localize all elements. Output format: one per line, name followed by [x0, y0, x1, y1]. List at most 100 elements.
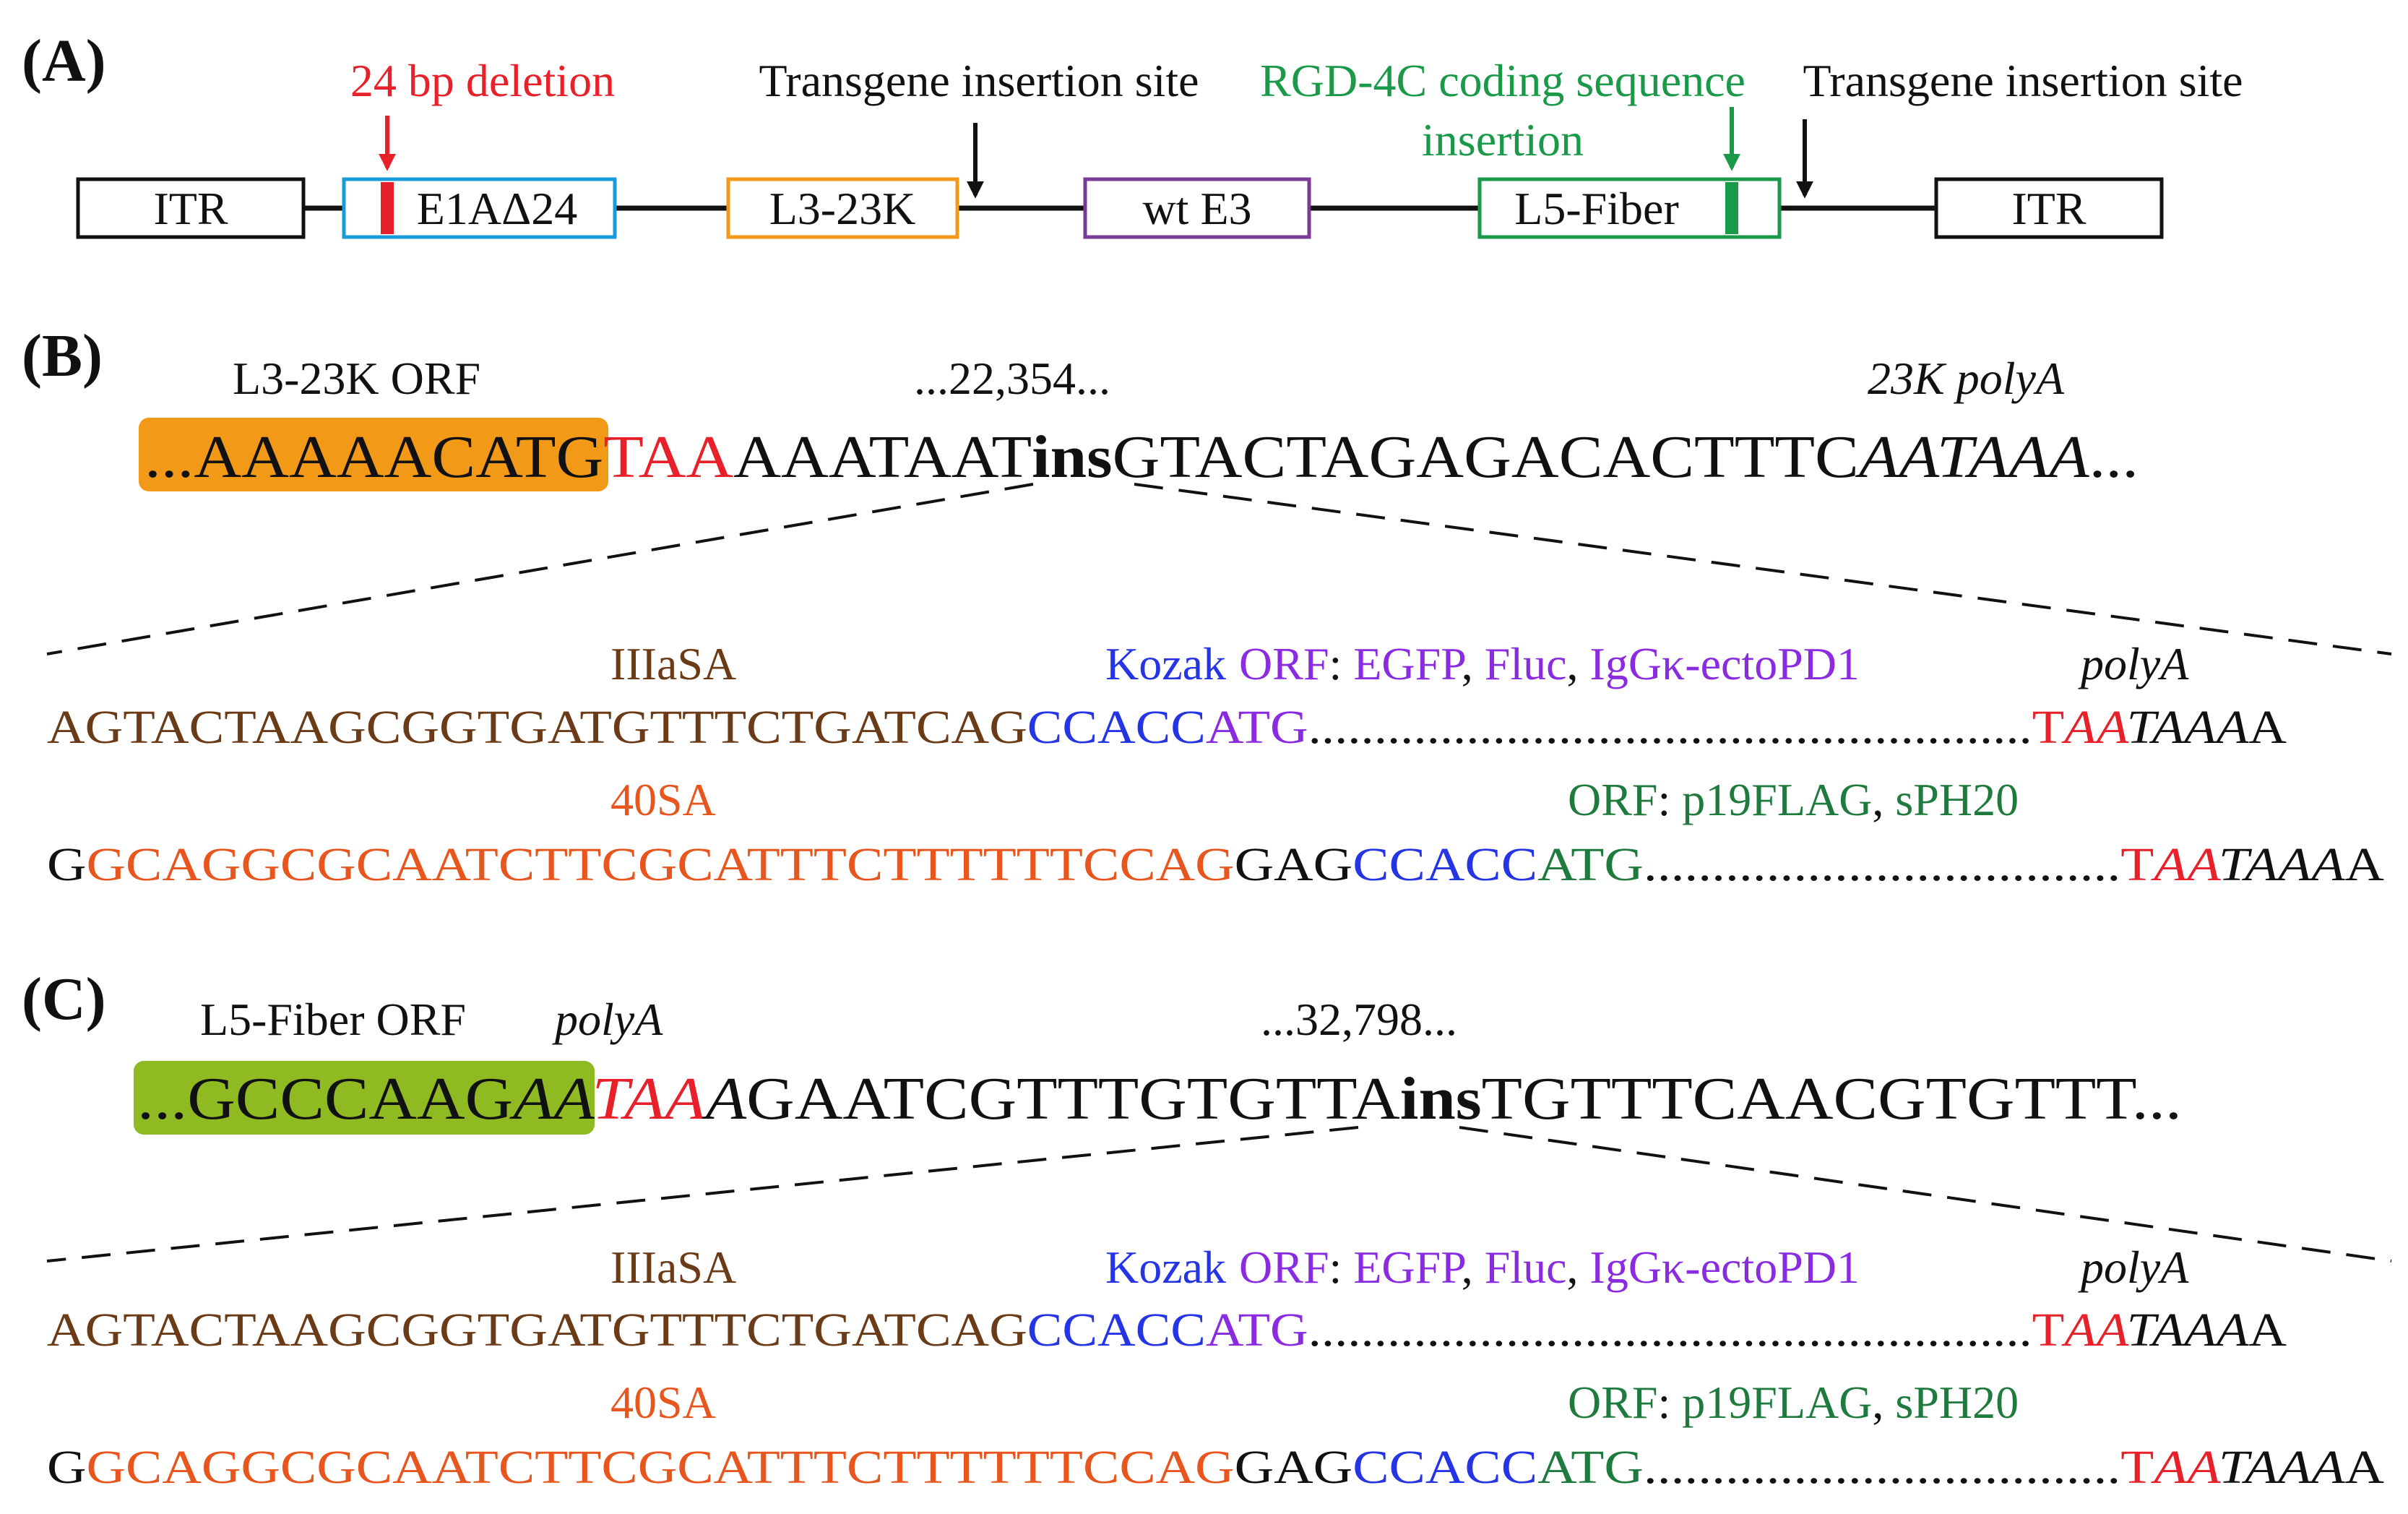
c-aa-2: AA — [2151, 1441, 2222, 1494]
b-fluc-label: Fluc — [1485, 638, 1567, 689]
l5-fiber-label: L5-Fiber — [1514, 183, 1679, 234]
c-seq-after: TGTTTCAACGTGTTT — [1482, 1065, 2136, 1132]
c-gag: GAG — [1235, 1441, 1353, 1494]
b-comma-2: , — [1567, 638, 1579, 689]
c-iiia-label: IIIaSA — [610, 1242, 736, 1293]
deletion-label: 24 bp deletion — [350, 55, 615, 106]
b-zoom-line-left — [46, 483, 1034, 655]
c-fluc-label: Fluc — [1485, 1242, 1567, 1293]
b-seq-dots: ... — [2089, 423, 2139, 491]
c-position-label: ...32,798... — [1261, 994, 1457, 1045]
c-dots-2: ................................... — [1644, 1441, 2120, 1494]
b-colon-2: : — [1658, 774, 1671, 825]
c-a-2: A — [2344, 1441, 2384, 1494]
c-zoom-line-right — [1459, 1126, 2392, 1263]
l5-rgd-marker — [1725, 182, 1738, 234]
c-comma-2: , — [1567, 1242, 1579, 1293]
c-sa40-label: 40SA — [610, 1377, 716, 1428]
c-t-1: T — [2032, 1304, 2065, 1356]
panel-b-label: (B) — [22, 322, 103, 390]
panel-c: (C) L5-Fiber ORF polyA ...32,798... ...G… — [22, 965, 2392, 1263]
b-taaa-1: TAAA — [2127, 701, 2249, 754]
c-taaa-1: TAAA — [2127, 1304, 2249, 1356]
itr-right-label: ITR — [2011, 183, 2086, 234]
itr-left-label: ITR — [153, 183, 228, 234]
wt-e3-label: wt E3 — [1142, 183, 1251, 234]
b-position-label: ...22,354... — [914, 353, 1110, 404]
c-orf2-label: ORF — [1568, 1377, 1658, 1428]
c-comma-1: , — [1462, 1242, 1473, 1293]
c-aa-1: AA — [2061, 1304, 2129, 1356]
c-p19-label: p19FLAG — [1682, 1377, 1872, 1428]
b-t-1: T — [2032, 701, 2065, 754]
c-t-2: T — [2120, 1441, 2154, 1494]
c-kozak-seq-2: CCACC — [1352, 1441, 1537, 1494]
c-seq-ins: ins — [1400, 1065, 1482, 1132]
b-atg-2: ATG — [1537, 838, 1644, 891]
c-atg: ATG — [1206, 1304, 1308, 1356]
c-seq-mid: GAATCGTTTGTGTTA — [746, 1065, 1400, 1132]
b-orf2-list: ORF:p19FLAG,sPH20 — [1568, 774, 2019, 825]
b-colon-1: : — [1329, 638, 1342, 689]
c-orf-label-1: ORF — [1239, 1242, 1329, 1293]
b-egfp-label: EGFP — [1353, 638, 1465, 689]
c-seq-dots: ... — [2132, 1065, 2182, 1132]
b-a-2: A — [2344, 838, 2384, 891]
b-iiia-label: IIIaSA — [610, 638, 736, 689]
itr-left-box — [76, 177, 306, 239]
b-polya-label: 23K polyA — [1868, 353, 2065, 404]
c-seq-highlight: ...GCCCAAG — [137, 1065, 513, 1132]
c-cassette-polya-label: polyA — [2078, 1242, 2189, 1293]
c-egfp-label: EGFP — [1353, 1242, 1465, 1293]
l3-23k-label: L3-23K — [769, 183, 916, 234]
b-seq-after: GTACTAGAGACACTTTC — [1113, 423, 1859, 491]
c-colon-1: : — [1329, 1242, 1342, 1293]
b-aa-2: AA — [2151, 838, 2222, 891]
insertion-site-2-label: Transgene insertion site — [1803, 55, 2243, 106]
b-t-2: T — [2120, 838, 2154, 891]
c-colon-2: : — [1658, 1377, 1671, 1428]
insertion-site-1-label: Transgene insertion site — [759, 55, 1199, 106]
b-gag: GAG — [1235, 838, 1353, 891]
b-seq-stop: TAA — [603, 423, 733, 491]
b-zoom-line-right — [1134, 483, 2392, 655]
b-orf-label: L3-23K ORF — [233, 353, 480, 404]
panel-b: (B) L3-23K ORF ...22,354... 23K polyA ..… — [22, 322, 2392, 655]
rgd-label-line2: insertion — [1422, 114, 1584, 165]
c-seq-taa: TAA — [592, 1065, 707, 1132]
b-orf-highlight — [139, 418, 608, 491]
c-a-1: A — [2248, 1304, 2287, 1356]
l3-23k-box — [726, 177, 959, 239]
b-igg-label: IgGκ-ectoPD1 — [1590, 638, 1860, 689]
c-polya-label: polyA — [552, 994, 663, 1045]
b-dots-1: ........................................… — [1308, 701, 2032, 754]
c-g: G — [47, 1441, 87, 1494]
b-orf-label-1: ORF — [1239, 638, 1329, 689]
c-kozak-seq: CCACC — [1027, 1304, 1206, 1356]
c-sph-label: sPH20 — [1895, 1377, 2019, 1428]
b-taaa-2: TAAA — [2219, 838, 2345, 891]
c-orf-highlight — [134, 1061, 595, 1135]
c-seq-aa: AA — [509, 1065, 595, 1132]
b-sph-label: sPH20 — [1895, 774, 2019, 825]
b-cassette-polya-label: polyA — [2078, 638, 2189, 689]
b-seq-polya: AATAAA — [1855, 423, 2089, 491]
e1a-deletion-marker — [381, 182, 394, 234]
c-zoom-line-left — [46, 1126, 1359, 1263]
c-taaa-2: TAAA — [2219, 1441, 2345, 1494]
b-atg: ATG — [1206, 701, 1308, 754]
b-kozak-label: Kozak — [1105, 638, 1226, 689]
b-seq-mid: AAATAAT — [733, 423, 1032, 491]
b-seq-highlight: ...AAAAACATG — [144, 423, 603, 491]
panel-c-label: (C) — [22, 965, 106, 1033]
b-sa40-seq: GCAGGCGCAATCTTCGCATTTCTTTTTTCCAG — [87, 838, 1235, 891]
